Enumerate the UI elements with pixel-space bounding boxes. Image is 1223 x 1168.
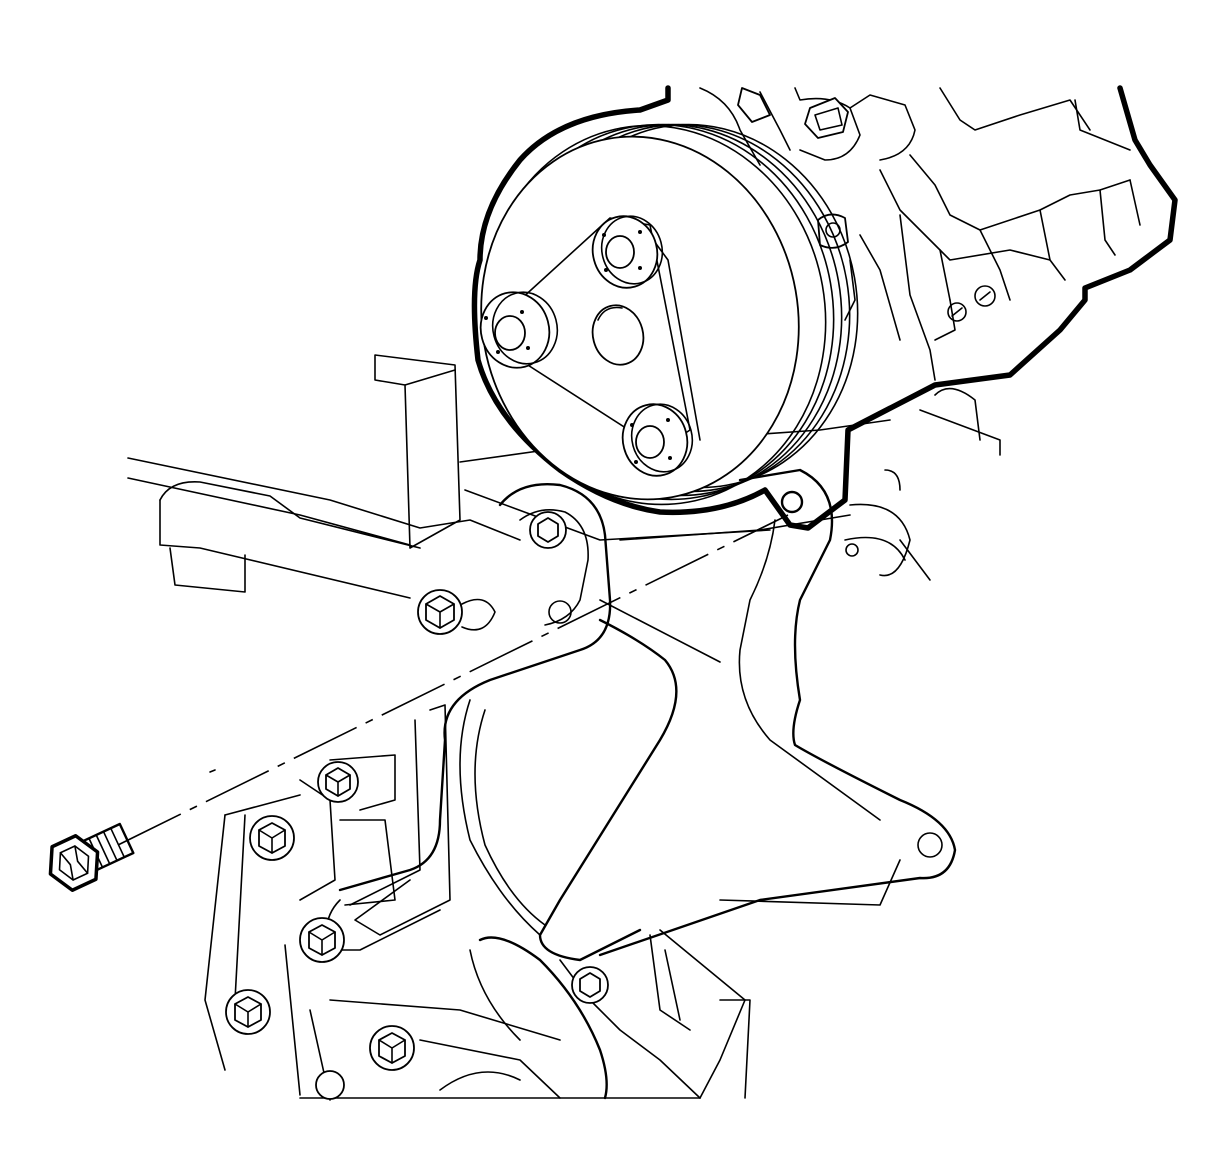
bolt-icon [317, 761, 359, 803]
bolt-icon [369, 1025, 415, 1071]
ac-compressor [471, 85, 1178, 531]
installed-bolts [225, 511, 609, 1100]
bolt-icon [571, 966, 609, 1004]
bolt-icon [299, 917, 345, 963]
bolt-icon [315, 1070, 345, 1100]
bolt-icon [529, 511, 567, 549]
engine-block [127, 354, 1001, 1101]
bolt-icon [417, 589, 496, 635]
mounting-bracket [325, 468, 957, 1100]
bolt-icon [225, 989, 271, 1035]
bolt-icon [249, 815, 295, 861]
bolt-icon [48, 822, 135, 892]
compressor-pulley [479, 123, 859, 506]
exploded-bolt-assembly [48, 514, 789, 892]
